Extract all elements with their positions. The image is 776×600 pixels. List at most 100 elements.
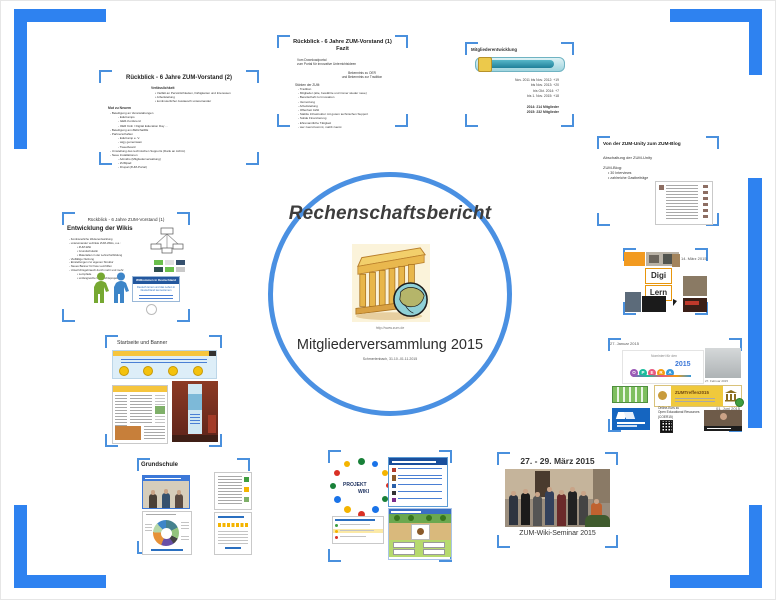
frame-corner-icon	[561, 114, 574, 127]
slide-title: Rückblick - 6 Jahre ZUM-Vorstand (1)	[87, 217, 165, 222]
header-placeholder	[335, 519, 375, 521]
person-head	[523, 489, 528, 494]
banner-header	[113, 351, 216, 356]
slide-title: Grundschule	[141, 462, 179, 468]
small-photo	[672, 254, 680, 267]
frame-corner-icon	[277, 114, 290, 127]
answer-input[interactable]	[423, 549, 445, 555]
website-caption: http://www.zum.de	[375, 326, 405, 330]
location-date-line: Schmerlenbach, 31.10.-01.11.2015	[362, 357, 418, 361]
legend-dot	[335, 536, 338, 539]
banner-segment	[188, 394, 202, 410]
text-placeholder	[190, 414, 200, 426]
paragraph: Vom Downloadportal zum Portal für innova…	[297, 58, 357, 67]
slide-rueckblick-fazit[interactable]: Rückblick - 6 Jahre ZUM-Vorstand (1) Faz…	[277, 35, 408, 129]
frame-corner-icon	[328, 549, 341, 562]
answer-input[interactable]	[423, 542, 445, 548]
photo-strip	[646, 252, 679, 266]
text-placeholder	[617, 425, 637, 427]
blue-figure-illustration	[112, 272, 130, 309]
member-totals: 2014: 214 Mitglieder 2015: 232 Mitgliede…	[526, 105, 559, 115]
panel-title-placeholder	[146, 514, 176, 517]
frame-corner-icon	[246, 152, 259, 165]
bullet-list: Vielfalt an Persönlichkeiten, Fähigkeite…	[155, 91, 255, 104]
slide-zum-unity-zum-blog[interactable]: Von der ZUM-Unity zum ZUM-Blog Abschaltu…	[597, 136, 719, 226]
green-figure-illustration	[92, 272, 110, 309]
frame-corner-icon	[62, 212, 75, 225]
frame-corner-icon	[729, 338, 742, 351]
logo-dot	[372, 461, 378, 467]
yellow-icon	[244, 487, 249, 492]
photo-people	[625, 292, 641, 312]
row-text	[340, 524, 370, 527]
building-corner	[593, 469, 610, 503]
slide-title: Rückblick - 6 Jahre ZUM-Vorstand (2)	[126, 75, 232, 81]
frame-corner-icon	[465, 114, 478, 127]
tree-icon	[394, 515, 400, 521]
smiley-row-panel	[214, 512, 252, 555]
text-placeholder	[675, 398, 715, 402]
answer-input[interactable]	[393, 542, 415, 548]
willkommen-box-line: Deutschland kennenlernen	[140, 289, 172, 292]
photo-detail	[663, 254, 675, 264]
row-text	[398, 468, 442, 471]
center-circle-frame[interactable]	[268, 172, 512, 416]
presentation-subtitle: Mitgliederversammlung 2015	[296, 337, 484, 353]
frame-corner-icon	[561, 42, 574, 55]
handwriting-text-placeholder	[121, 359, 207, 363]
person-figure	[533, 492, 542, 526]
slide-title: Mitgliederentwicklung	[471, 47, 518, 52]
tree-icon	[408, 515, 414, 521]
row-text	[340, 530, 374, 533]
frame-corner-icon	[99, 70, 112, 83]
chart-label-placeholder	[145, 524, 152, 532]
logo-dot	[344, 506, 351, 513]
temple-globe-illustration	[352, 243, 430, 323]
canvas-frame-bar	[14, 505, 27, 588]
slide-grundschule[interactable]: Grundschule	[137, 458, 252, 555]
date-label: 27. Februar 2015	[705, 379, 729, 383]
donut-chart	[153, 520, 179, 546]
zum-banner-screenshot	[112, 350, 217, 379]
answer-input[interactable]	[393, 549, 415, 555]
text-placeholder	[145, 477, 181, 479]
bullet-list: Tradition Mitglieder (alte, bewährte und…	[298, 87, 404, 129]
orange-tile	[624, 252, 645, 266]
slide-mitgliederentwicklung[interactable]: Mitgliederentwicklung Nov. 2011 bis Nov.…	[465, 42, 574, 127]
frame-corner-icon	[465, 42, 478, 55]
canvas-frame-bar	[670, 575, 762, 588]
slide-startseite-und-banner[interactable]: Startseite und Banner	[105, 335, 222, 447]
wiki-structure-diagram	[150, 226, 184, 261]
person-head	[547, 487, 552, 492]
slide-projektwiki[interactable]: PROJEKT WIKI	[328, 450, 452, 562]
green-icon	[244, 497, 249, 502]
text-placeholder	[617, 422, 645, 424]
slide-rueckblick-vorstand-2[interactable]: Rückblick - 6 Jahre ZUM-Vorstand (2) Ver…	[99, 70, 259, 169]
photo-caption-bar	[143, 476, 189, 481]
canvas-frame-bar	[748, 178, 762, 428]
oer-logo	[612, 408, 650, 430]
row-text	[398, 498, 442, 501]
chart-label-placeholder	[181, 536, 189, 542]
frame-corner-icon	[246, 70, 259, 83]
row-icon	[392, 498, 396, 502]
slide-digilern-collage[interactable]: 14. März 2015 Digi Lern	[623, 248, 708, 315]
legend-table	[332, 516, 384, 544]
frame-corner-icon	[608, 338, 621, 351]
cell	[176, 267, 185, 272]
person-figure	[568, 487, 577, 525]
grundschultreffen-photo	[142, 475, 190, 509]
text-placeholder	[707, 427, 731, 429]
slide-entwicklung-der-wikis[interactable]: Rückblick - 6 Jahre ZUM-Vorstand (1) Ent…	[62, 212, 190, 322]
slide-title: Rückblick - 6 Jahre ZUM-Vorstand (1)	[293, 39, 392, 45]
projektwiki-logo: PROJEKT WIKI	[330, 458, 394, 520]
text-placeholder	[666, 185, 698, 221]
text-placeholder	[633, 375, 691, 377]
slide-zum-wiki-seminar[interactable]: 27. - 29. März 2015 ZUM-Wiki-Seminar 201…	[497, 452, 618, 548]
slide-title: 27. - 29. März 2015	[520, 456, 595, 466]
book-icon	[623, 412, 636, 419]
zum-homepage-screenshot	[112, 385, 168, 444]
person-head	[150, 490, 156, 495]
